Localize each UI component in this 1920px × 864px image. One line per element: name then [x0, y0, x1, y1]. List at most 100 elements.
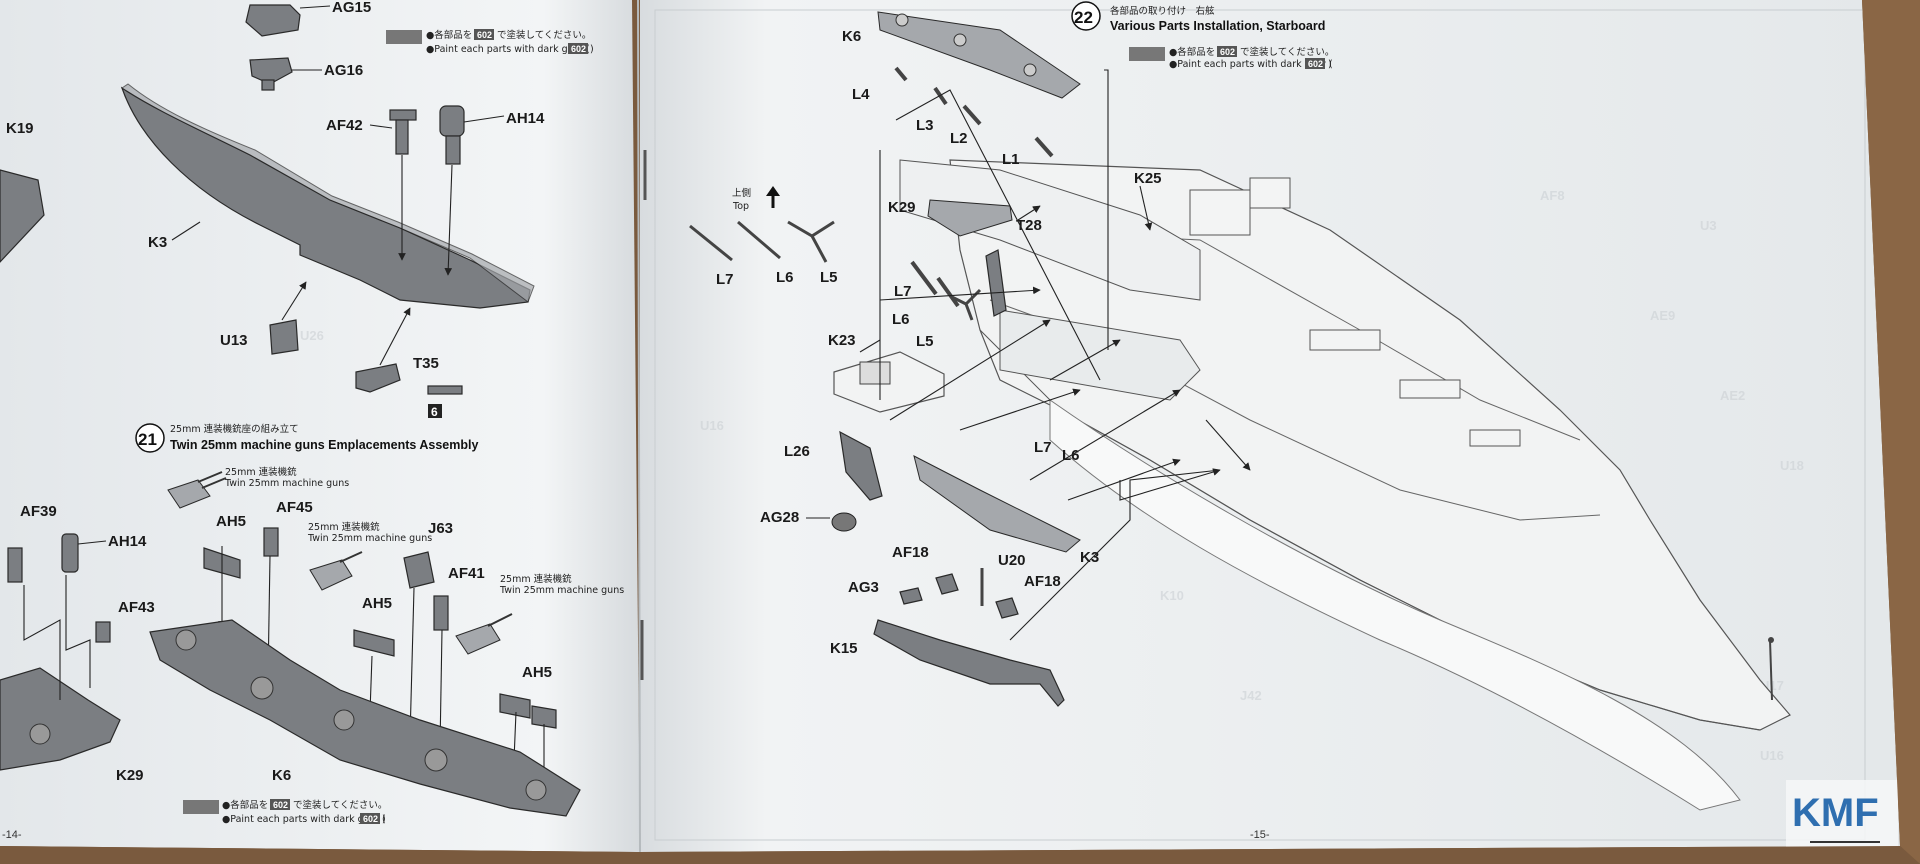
paint-note-bottom-left: ●各部品を 602 で塗装してください。 ●Paint each parts w… — [183, 799, 387, 825]
svg-text:25mm 連装機銃: 25mm 連装機銃 — [225, 466, 297, 478]
svg-text:Top: Top — [732, 201, 749, 212]
part-af18-2: AF18 — [995, 573, 1061, 619]
part-k3-right: K3 — [913, 455, 1099, 566]
svg-text:K3: K3 — [148, 234, 167, 251]
svg-text:L7: L7 — [716, 271, 734, 288]
svg-text:J42: J42 — [1240, 688, 1262, 703]
part-l5-top: L5 — [787, 220, 838, 286]
svg-text:K6: K6 — [272, 767, 291, 784]
part-6: 6 — [427, 385, 463, 419]
svg-text:21: 21 — [138, 430, 157, 449]
svg-text:AG3: AG3 — [848, 579, 879, 596]
part-ah5-3: AH5 — [499, 664, 557, 777]
svg-text:Twin 25mm machine guns: Twin 25mm machine guns — [499, 585, 624, 596]
svg-text:L6: L6 — [776, 269, 794, 286]
svg-text:●各部品を: ●各部品を — [426, 29, 472, 41]
part-ag3: AG3 — [848, 579, 923, 605]
svg-text:L3: L3 — [916, 117, 934, 134]
svg-text:K10: K10 — [1160, 588, 1184, 603]
part-ah5-2: AH5 — [353, 595, 395, 713]
svg-text:上側: 上側 — [732, 187, 751, 199]
part-l4: L4 — [852, 66, 908, 103]
svg-text:602: 602 — [363, 814, 378, 824]
svg-text:L5: L5 — [820, 269, 838, 286]
kmf-logo: KMF — [1786, 780, 1898, 850]
part-l7-low: L7 — [1034, 439, 1052, 456]
part-u20: U20 — [980, 552, 1026, 606]
svg-text:L7: L7 — [1034, 439, 1052, 456]
part-ah14-left-top: AH14 — [439, 105, 545, 276]
svg-text:AH5: AH5 — [216, 513, 246, 530]
page-number-left: -14- — [2, 829, 22, 841]
gun-caption-1: 25mm 連装機銃 Twin 25mm machine guns — [224, 466, 349, 489]
svg-text:●各部品を: ●各部品を — [222, 799, 268, 811]
svg-text:U16: U16 — [700, 418, 724, 433]
color-swatch — [386, 30, 422, 44]
part-t35: T35 — [355, 307, 439, 393]
paint-note-top-left: ●各部品を 602 で塗装してください。 ●Paint each parts w… — [386, 29, 594, 55]
svg-text:602: 602 — [273, 800, 288, 810]
svg-text:J63: J63 — [428, 520, 453, 537]
svg-text:AF42: AF42 — [326, 117, 363, 134]
svg-text:KMF: KMF — [1792, 791, 1879, 835]
svg-text:K3: K3 — [1080, 549, 1099, 566]
part-ag16: AG16 — [249, 57, 363, 91]
svg-text:T35: T35 — [413, 355, 439, 372]
svg-text:K23: K23 — [828, 332, 856, 349]
part-l1: L1 — [1002, 136, 1054, 168]
svg-text:U16: U16 — [1760, 748, 1784, 763]
gun-caption-3: 25mm 連装機銃 Twin 25mm machine guns — [499, 573, 624, 596]
svg-text:●各部品を: ●各部品を — [1169, 46, 1215, 58]
gun-caption-2: 25mm 連装機銃 Twin 25mm machine guns — [307, 521, 432, 544]
svg-text:K15: K15 — [830, 640, 858, 657]
step-22-header: 22 各部品の取り付け 右舷 Various Parts Installatio… — [1071, 1, 1325, 33]
svg-text:): ) — [1328, 59, 1332, 70]
svg-text:U20: U20 — [998, 552, 1026, 569]
svg-text:25mm 連装機銃: 25mm 連装機銃 — [308, 521, 380, 533]
background-ghost-text: AF8 U3 AE9 AE2 U18 K10 J42 U17 U16 U16 U… — [300, 188, 1804, 763]
svg-text:AF45: AF45 — [276, 499, 313, 516]
part-k6-right: K6 — [842, 11, 1081, 99]
svg-text:K29: K29 — [116, 767, 144, 784]
svg-text:AF18: AF18 — [1024, 573, 1061, 590]
svg-text:L26: L26 — [784, 443, 810, 460]
svg-text:L5: L5 — [916, 333, 934, 350]
twin-gun-2 — [309, 551, 363, 591]
part-ah14-left-bottom: AH14 — [61, 533, 147, 573]
svg-text:25mm 連装機銃: 25mm 連装機銃 — [500, 573, 572, 585]
svg-text:602: 602 — [1308, 59, 1323, 69]
svg-text:602: 602 — [571, 44, 586, 54]
svg-text:L1: L1 — [1002, 151, 1020, 168]
svg-text:Twin 25mm machine guns: Twin 25mm machine guns — [307, 533, 432, 544]
part-j63: J63 — [403, 520, 453, 739]
svg-text:各部品の取り付け 右舷: 各部品の取り付け 右舷 — [1110, 5, 1215, 17]
svg-text:AG28: AG28 — [760, 509, 799, 526]
part-l26: L26 — [784, 430, 883, 501]
twin-gun-1 — [167, 471, 227, 509]
paint-note-right: ●各部品を 602 で塗装してください。 ●Paint each parts w… — [1129, 46, 1334, 70]
svg-text:●Paint each parts with dark gr: ●Paint each parts with dark gray ( — [1169, 59, 1333, 70]
svg-text:Twin 25mm machine guns: Twin 25mm machine guns — [224, 478, 349, 489]
svg-text:U3: U3 — [1700, 218, 1717, 233]
svg-text:U26: U26 — [300, 328, 324, 343]
part-k29-left: K29 — [0, 667, 144, 784]
svg-text:AE2: AE2 — [1720, 388, 1745, 403]
part-af42: AF42 — [326, 109, 417, 261]
part-k23: K23 — [828, 332, 945, 413]
leader-lines-left — [23, 575, 91, 700]
part-l5-mid: L5 — [916, 288, 982, 350]
svg-text:L4: L4 — [852, 86, 870, 103]
part-ag15: AG15 — [245, 0, 371, 37]
leader-lines-right — [859, 69, 1251, 641]
svg-text:AE9: AE9 — [1650, 308, 1675, 323]
part-l3: L3 — [916, 86, 948, 134]
step-21-header: 21 25mm 連装機銃座の組み立て Twin 25mm machine gun… — [135, 423, 478, 453]
part-l7-top: L7 — [689, 224, 734, 288]
svg-text:AH14: AH14 — [506, 110, 545, 127]
part-k19: K19 — [0, 120, 45, 263]
svg-text:Various Parts Installation, St: Various Parts Installation, Starboard — [1110, 19, 1325, 33]
svg-text:L6: L6 — [892, 311, 910, 328]
svg-text:25mm 連装機銃座の組み立て: 25mm 連装機銃座の組み立て — [170, 423, 299, 435]
